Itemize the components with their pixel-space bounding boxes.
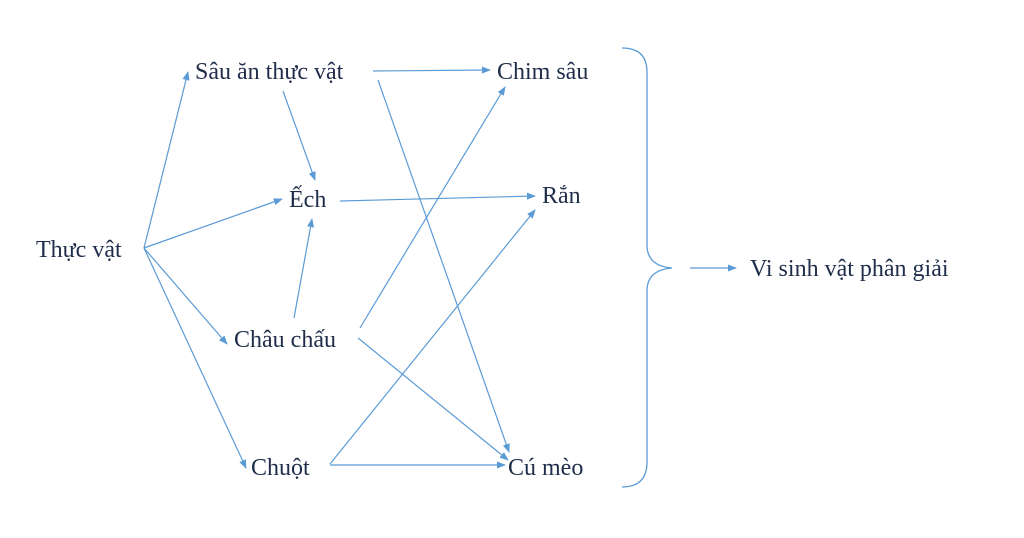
node-thuc-vat: Thực vật <box>36 237 122 263</box>
arrow-sau-an-thuc-vat-to-chim-sau <box>372 66 491 74</box>
node-sau-an-thuc-vat: Sâu ăn thực vật <box>195 59 344 85</box>
node-ech: Ếch <box>289 187 327 213</box>
arrow-thuc-vat-to-sau-an-thuc-vat <box>143 71 190 249</box>
arrow-chau-chau-to-chim-sau <box>359 86 506 329</box>
node-chau-chau: Châu chấu <box>234 327 336 353</box>
node-vi-sinh-vat-phan-giai: Vi sinh vật phân giải <box>750 256 949 282</box>
node-cu-meo: Cú mèo <box>508 455 584 481</box>
arrow-ech-to-ran <box>339 192 536 202</box>
arrow-thuc-vat-to-chuot <box>143 247 247 469</box>
arrow-chau-chau-to-cu-meo <box>357 337 509 461</box>
arrow-sau-an-thuc-vat-to-cu-meo <box>377 79 510 453</box>
arrow-thuc-vat-to-chau-chau <box>143 247 228 345</box>
arrow-sau-an-thuc-vat-to-ech <box>282 90 316 181</box>
arrow-thuc-vat-to-ech <box>143 198 283 249</box>
node-chuot: Chuột <box>251 455 310 481</box>
consumers-bracket <box>621 47 673 488</box>
arrow-chuot-to-ran <box>329 209 536 465</box>
node-chim-sau: Chim sâu <box>497 59 589 85</box>
node-ran: Rắn <box>542 183 581 209</box>
arrow-chau-chau-to-ech <box>293 218 315 319</box>
